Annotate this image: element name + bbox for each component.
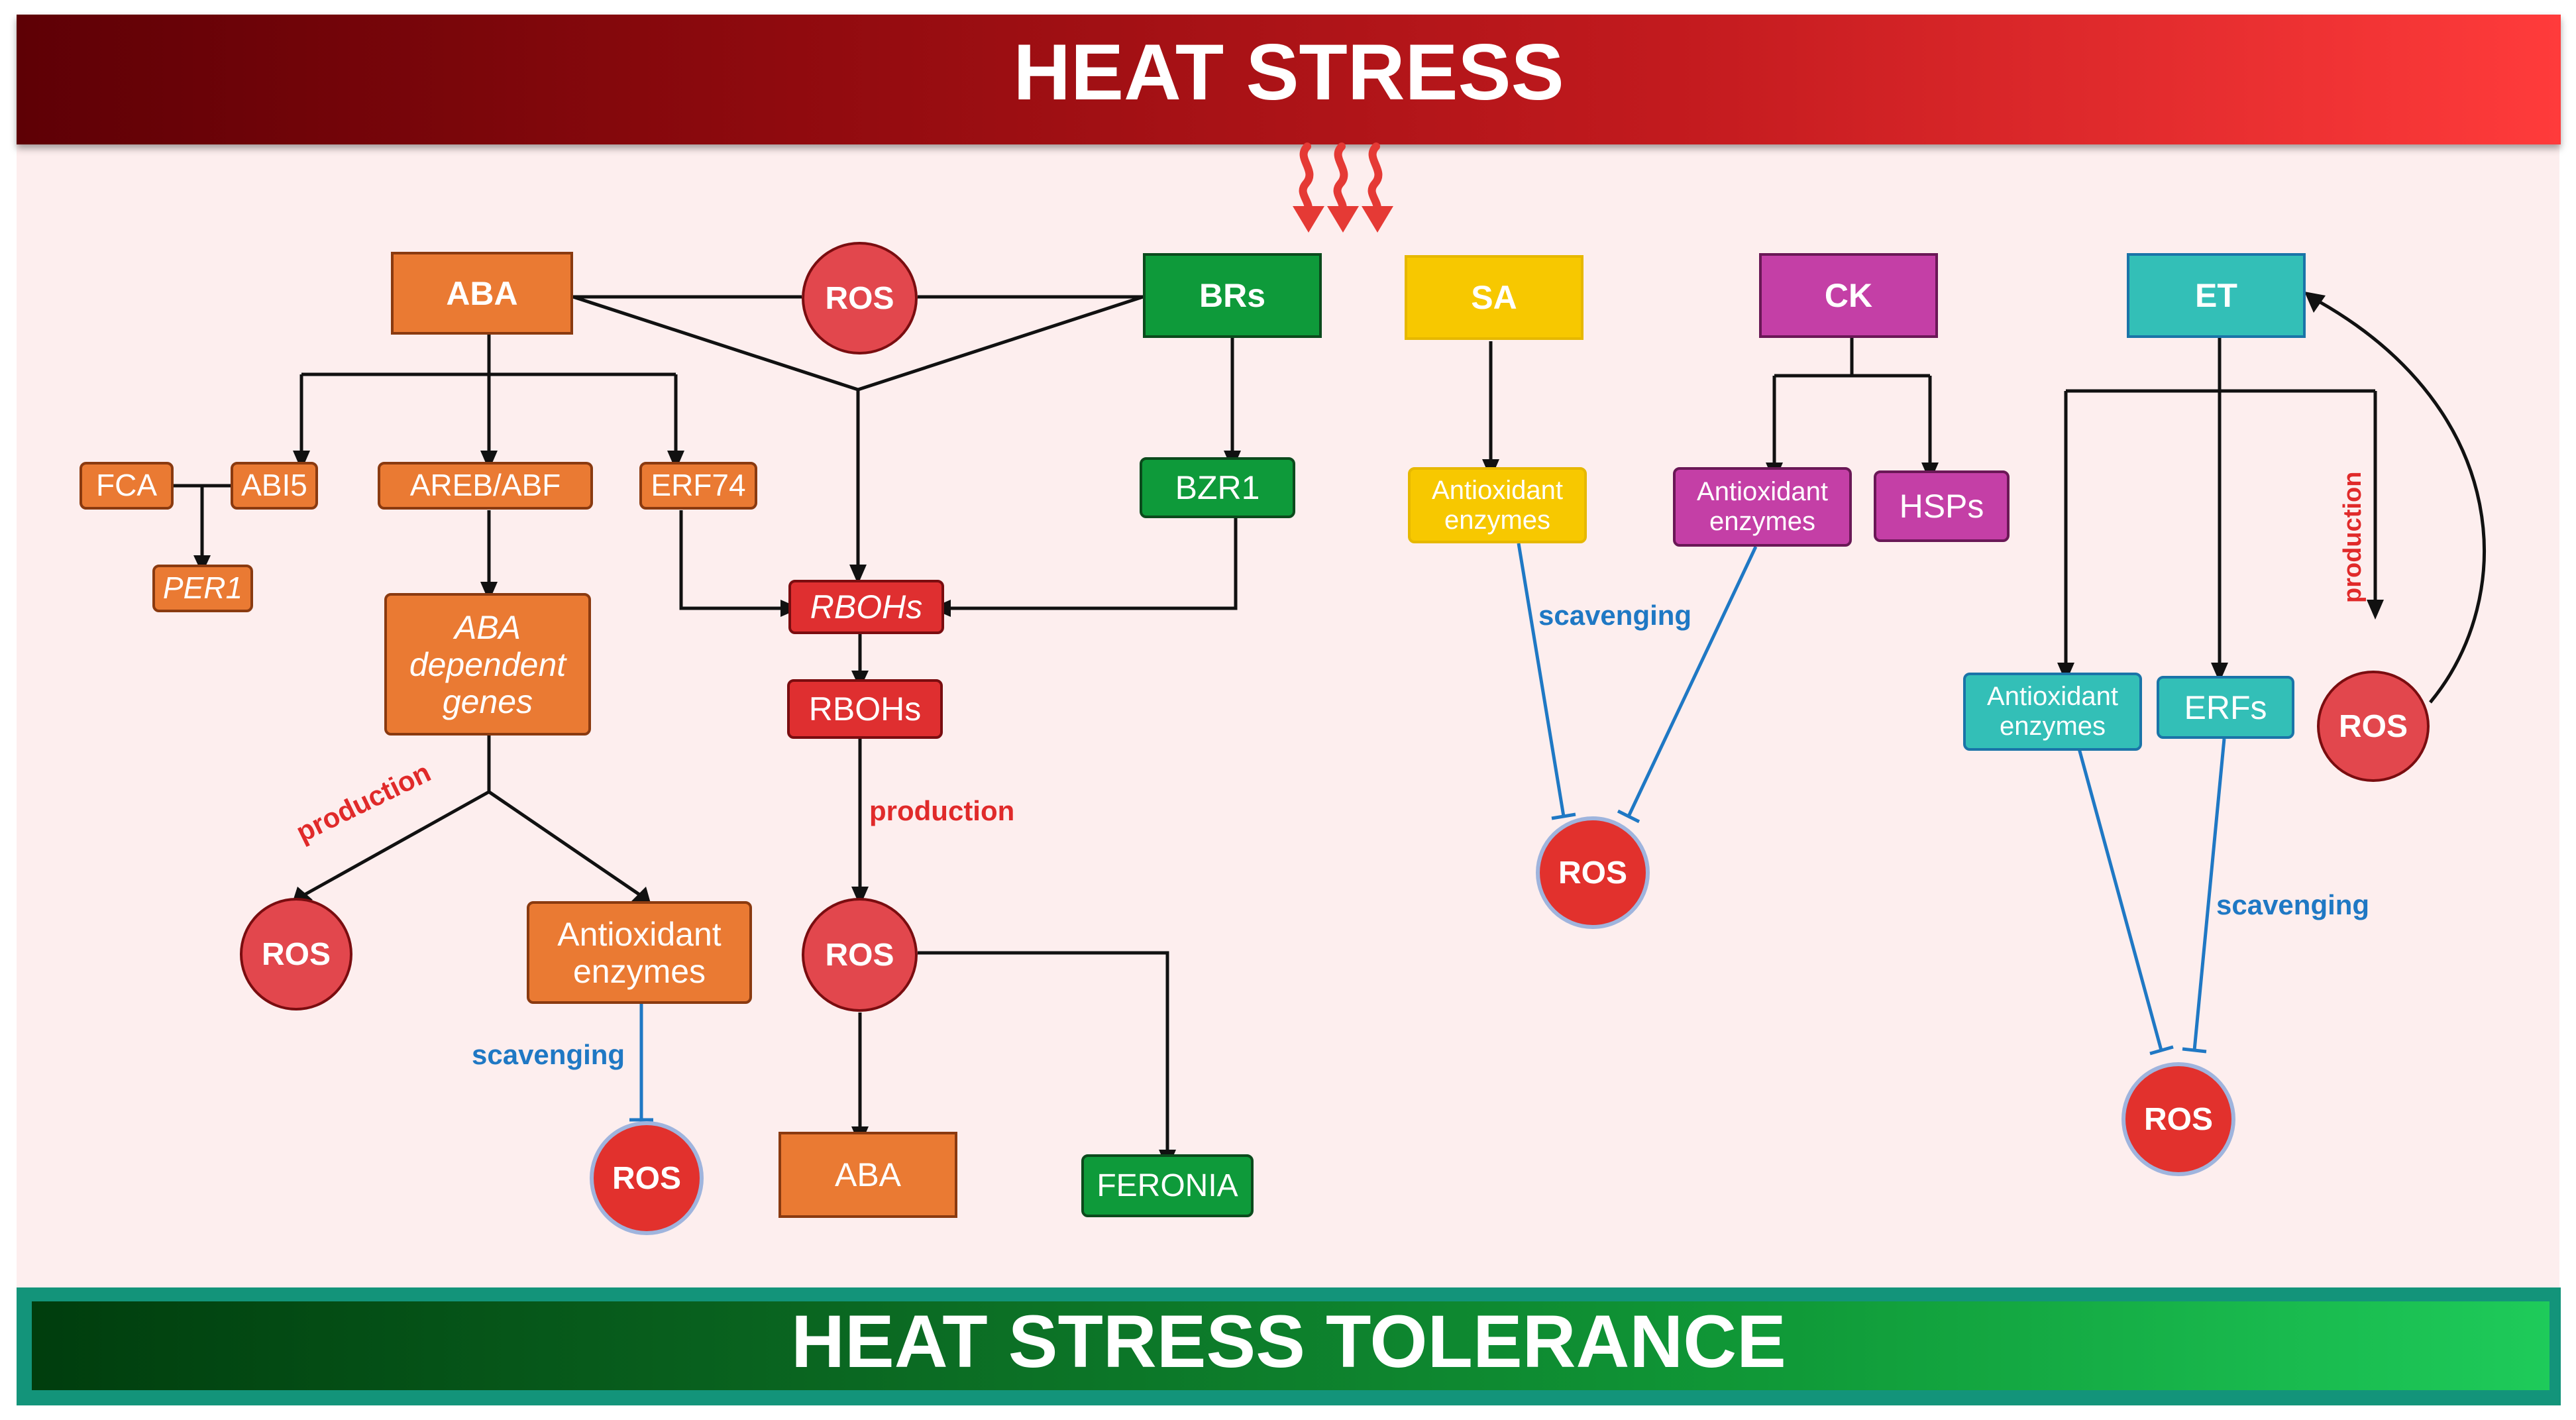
aba-antioxidant-enzymes-node: Antioxidant enzymes	[527, 901, 752, 1004]
erf74-node: ERF74	[639, 462, 757, 510]
rbohs-gene-node: RBOHs	[788, 580, 944, 634]
feronia-node: FERONIA	[1081, 1154, 1254, 1217]
ck-node: CK	[1759, 253, 1938, 338]
et-node: ET	[2127, 253, 2306, 338]
ros-node-sa-ck: ROS	[1536, 816, 1650, 929]
aba-node: ABA	[391, 252, 573, 335]
areb-abf-node: AREB/ABF	[378, 462, 593, 510]
per1-node: PER1	[152, 565, 253, 612]
rbohs-protein-node: RBOHs	[787, 679, 943, 739]
ros-node-rboh: ROS	[802, 898, 918, 1012]
erfs-node: ERFs	[2157, 676, 2294, 739]
scavenging-label-et: scavenging	[2216, 889, 2370, 920]
heat-stress-tolerance-banner	[32, 1301, 2549, 1390]
fca-node: FCA	[80, 462, 174, 510]
ck-antioxidant-enzymes-node: Antioxidant enzymes	[1673, 467, 1852, 547]
ros-node-aba-production: ROS	[240, 898, 352, 1010]
scavenging-label-sa-ck: scavenging	[1538, 600, 1692, 631]
ros-node-aba-scavenged: ROS	[590, 1121, 704, 1235]
heat-stress-tolerance-title: HEAT STRESS TOLERANCE	[791, 1300, 1786, 1383]
aba-dependent-genes-node: ABA dependent genes	[384, 593, 591, 736]
sa-antioxidant-enzymes-node: Antioxidant enzymes	[1408, 467, 1587, 543]
bzr1-node: BZR1	[1140, 457, 1295, 518]
abi5-node: ABI5	[231, 462, 318, 510]
heat-stress-title: HEAT STRESS	[1013, 28, 1564, 117]
aba-bottom-node: ABA	[778, 1132, 957, 1218]
et-antioxidant-enzymes-node: Antioxidant enzymes	[1963, 673, 2142, 751]
scavenging-label-aba: scavenging	[472, 1039, 625, 1070]
ros-node-et-scavenged: ROS	[2121, 1062, 2235, 1176]
brs-node: BRs	[1143, 253, 1322, 338]
sa-node: SA	[1405, 255, 1583, 340]
heat-wave-arrows-icon	[1293, 142, 1393, 233]
production-label-et: production	[2339, 471, 2367, 603]
ros-node-top: ROS	[802, 242, 918, 355]
hsps-node: HSPs	[1874, 470, 2010, 542]
ros-node-et-production: ROS	[2317, 671, 2430, 782]
heat-stress-banner	[17, 15, 2561, 144]
production-label-rboh: production	[869, 795, 1015, 826]
